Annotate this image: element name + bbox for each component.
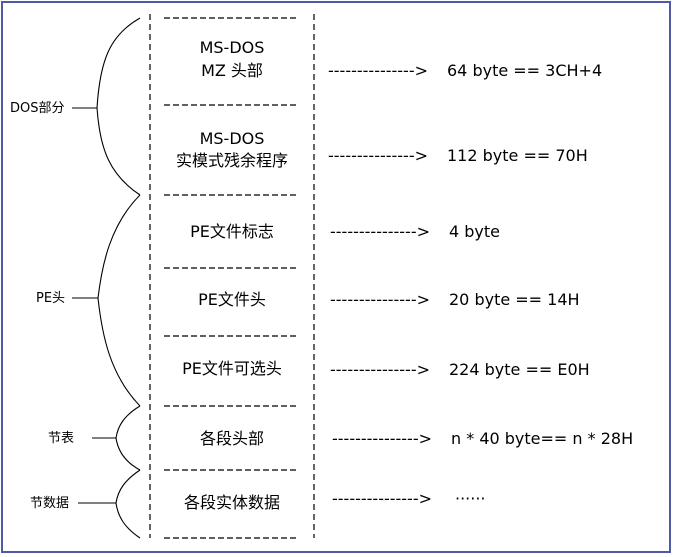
brace-dos	[96, 17, 141, 196]
arrow: --------------->	[328, 146, 429, 165]
label-dos-part: DOS部分	[10, 101, 65, 116]
desc-pe-file-header-size: 20 byte == 14H	[449, 290, 580, 309]
cell-section-data: 各段实体数据	[183, 493, 280, 512]
brace-pe	[97, 194, 141, 407]
brace-section-table	[115, 405, 141, 471]
cell-pe-signature: PE文件标志	[190, 222, 274, 241]
arrow: --------------->	[330, 222, 431, 241]
cell-real-mode-stub: 实模式残余程序	[175, 151, 288, 170]
cell-mz-header: MZ 头部	[201, 61, 263, 80]
cell-ms-dos-title-2: MS-DOS	[199, 129, 265, 148]
cell-pe-file-header: PE文件头	[198, 290, 266, 309]
desc-pe-signature-size: 4 byte	[449, 222, 501, 241]
label-section-table: 节表	[48, 431, 75, 446]
arrow: --------------->	[332, 489, 433, 508]
arrow: --------------->	[330, 360, 431, 379]
desc-optional-header-size: 224 byte == E0H	[449, 360, 590, 379]
cell-pe-optional-header: PE文件可选头	[182, 359, 282, 378]
label-pe-header: PE头	[36, 291, 66, 306]
arrow: --------------->	[330, 290, 431, 309]
desc-dos-stub-size: 112 byte == 70H	[447, 146, 588, 165]
desc-section-header-size: n * 40 byte== n * 28H	[451, 429, 634, 448]
cell-section-headers: 各段头部	[199, 429, 264, 448]
brace-section-data	[115, 469, 141, 539]
cell-ms-dos-title: MS-DOS	[199, 38, 265, 57]
desc-dos-header-size: 64 byte == 3CH+4	[447, 61, 603, 80]
arrow: --------------->	[332, 429, 433, 448]
desc-section-data-ellipsis: ······	[455, 489, 486, 508]
label-section-data: 节数据	[30, 496, 70, 511]
arrow: --------------->	[328, 61, 429, 80]
